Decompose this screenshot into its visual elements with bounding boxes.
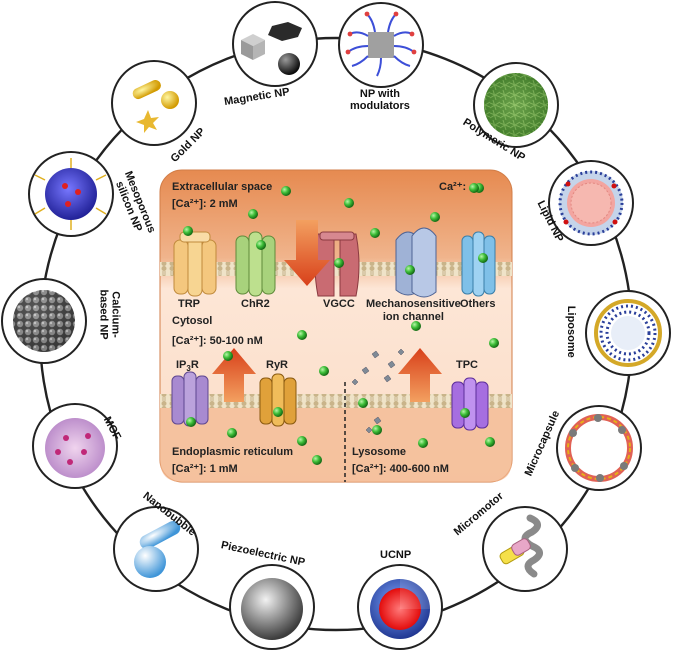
- extracellular-label: Extracellular space: [172, 181, 273, 193]
- ryr-label: RyR: [266, 359, 289, 371]
- polymeric-np-circle: [473, 62, 559, 148]
- np-with-modulators-circle: [338, 2, 424, 88]
- extracellular-concentration: [Ca²⁺]: 2 mM: [172, 198, 238, 210]
- mof-circle: [32, 403, 118, 489]
- np-with-modulators-label: NP with modulators: [350, 88, 410, 112]
- lysosome-release-arrow: [398, 348, 442, 402]
- cytosol-label: Cytosol: [172, 315, 213, 327]
- ryr-channel: [259, 373, 297, 427]
- ucnp-label: UCNP: [380, 549, 412, 561]
- lysosome-label: Lysosome: [352, 446, 407, 458]
- lipid-np-circle: [548, 160, 634, 246]
- mesoporous-silicon-np-circle: [28, 151, 114, 237]
- mechanosensitive-label: Mechanosensitive ion channel: [366, 298, 461, 323]
- magnetic-np-circle: [232, 1, 318, 87]
- cell-panel: [159, 169, 513, 483]
- gold-np-circle: [111, 60, 197, 146]
- calcium-based-np-circle: [1, 278, 87, 364]
- chr2-label: ChR2: [241, 298, 270, 310]
- mechanosensitive-channel: [395, 227, 437, 298]
- others-channel: [461, 231, 496, 297]
- ip3r-label: IP3R: [176, 359, 199, 374]
- liposome-label: Liposome: [564, 305, 577, 358]
- tpc-label: TPC: [456, 359, 478, 371]
- calcium-legend-label: Ca²⁺:: [439, 181, 467, 193]
- er-concentration: [Ca²⁺]: 1 mM: [172, 463, 238, 475]
- microcapsule-circle: [556, 405, 642, 491]
- chr2-channel: [235, 231, 276, 297]
- liposome-circle: [585, 290, 671, 376]
- others-label: Others: [460, 298, 496, 310]
- er-label: Endoplasmic reticulum: [172, 446, 294, 458]
- tpc-channel: [451, 377, 489, 431]
- calcium-based-np-label: Calcium- based NP: [98, 289, 122, 340]
- er-release-arrow: [212, 348, 256, 402]
- ip3r-channel: [171, 371, 209, 427]
- lysosome-concentration: [Ca²⁺]: 400-600 nM: [352, 463, 449, 475]
- ucnp-circle: [357, 564, 443, 650]
- cytosol-concentration: [Ca²⁺]: 50-100 nM: [172, 335, 263, 347]
- trp-label: TRP: [178, 298, 200, 310]
- vgcc-label: VGCC: [323, 298, 355, 310]
- influx-arrow: [284, 220, 330, 286]
- piezoelectric-np-circle: [229, 564, 315, 650]
- calcium-legend-icon: [469, 183, 479, 193]
- micromotor-circle: [482, 506, 568, 592]
- trp-channel: [173, 231, 217, 297]
- lysosome-particles: [351, 348, 405, 434]
- nanobubble-circle: [113, 506, 199, 592]
- calcium-ions: [183, 183, 499, 465]
